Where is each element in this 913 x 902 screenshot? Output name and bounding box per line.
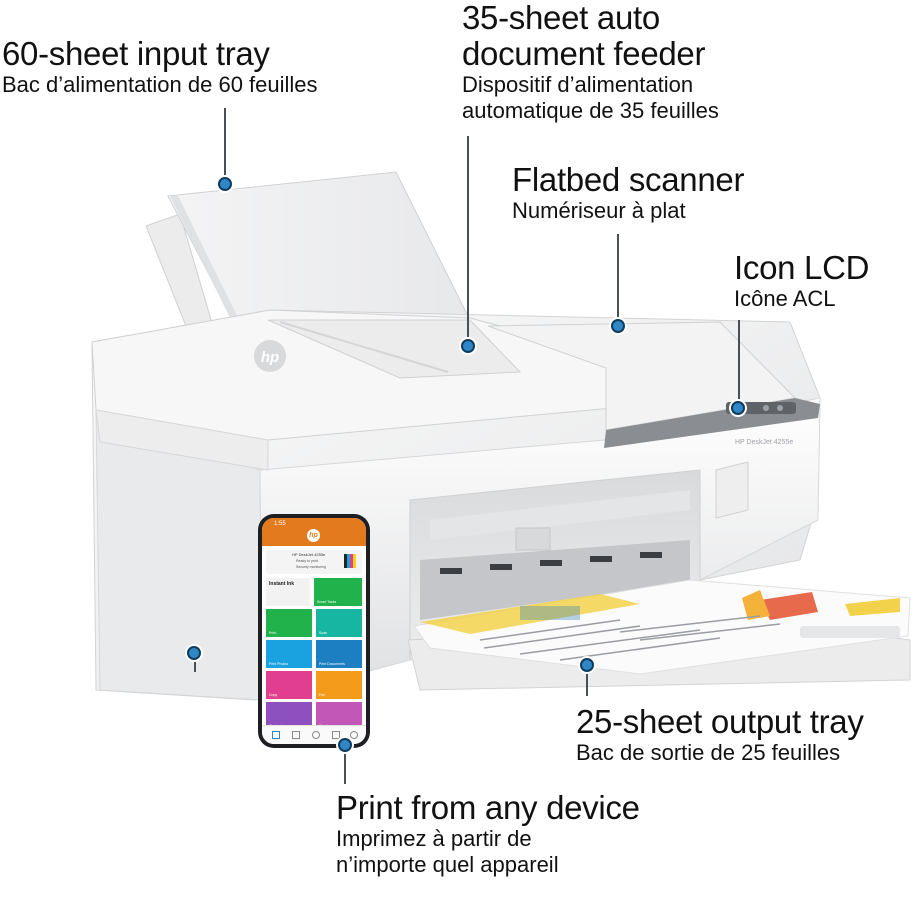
callout-title: Icon LCD	[734, 249, 870, 286]
callout-title: 60-sheet input tray	[2, 35, 270, 72]
callout-scanner: Flatbed scanner Numériseur à plat	[512, 162, 744, 224]
tile-print[interactable]: Print	[266, 609, 312, 637]
account-icon[interactable]	[350, 731, 358, 739]
home-icon[interactable]	[272, 731, 280, 739]
printer-status-card[interactable]: HP DeskJet 4255e Ready to print Security…	[266, 550, 362, 574]
leader-line-adf	[467, 136, 469, 340]
callout-subtitle: Bac de sortie de 25 feuilles	[576, 740, 841, 765]
callout-title: 25-sheet output tray	[576, 703, 864, 740]
tile-label: Scan	[319, 631, 327, 635]
tile-label: Copy	[269, 693, 278, 697]
status-ready: Ready to print	[296, 559, 318, 563]
ink-icon[interactable]	[312, 731, 320, 739]
callout-title-line1: 35-sheet auto	[462, 0, 660, 36]
callout-subtitle: Icône ACL	[734, 286, 836, 311]
ink-levels-icon	[344, 554, 356, 568]
callout-subtitle: Numériseur à plat	[512, 198, 686, 223]
dot-lcd	[731, 401, 745, 415]
phone-screen[interactable]: 1:55 hp HP DeskJet 4255e Ready to print …	[262, 518, 366, 744]
callout-subtitle-line2: automatique de 35 feuilles	[462, 98, 719, 123]
dot-body	[187, 646, 201, 660]
hp-logo: hp	[261, 349, 279, 366]
leader-line-scanner	[617, 234, 619, 320]
tile-label: Print Documents	[319, 662, 345, 666]
smartphone: 1:55 hp HP DeskJet 4255e Ready to print …	[258, 514, 370, 748]
leader-line-print-device	[344, 750, 346, 784]
callout-adf: 35-sheet auto document feeder Dispositif…	[462, 0, 719, 124]
tile-label: Print	[269, 631, 277, 635]
files-icon[interactable]	[292, 731, 300, 739]
callout-subtitle-line1: Imprimez à partir de	[336, 826, 532, 851]
tile-label: Print Photos	[269, 662, 289, 666]
callout-subtitle-line2: n’importe quel appareil	[336, 852, 559, 877]
leader-line-lcd	[738, 320, 740, 402]
callout-output-tray: 25-sheet output tray Bac de sortie de 25…	[576, 704, 864, 766]
callout-title: Print from any device	[336, 789, 640, 826]
callout-title-line2: document feeder	[462, 35, 706, 72]
tile-smart-tasks[interactable]: Smart Tasks	[314, 578, 362, 606]
model-name-label: HP DeskJet 4255e	[735, 439, 793, 446]
callout-title: Flatbed scanner	[512, 161, 745, 198]
instant-ink-card[interactable]: Instant Ink	[266, 578, 310, 606]
dot-scanner	[611, 319, 625, 333]
callout-subtitle-line1: Dispositif d’alimentation	[462, 72, 694, 97]
phone-time: 1:55	[274, 521, 286, 527]
callout-subtitle: Bac d’alimentation de 60 feuilles	[2, 72, 318, 97]
input-tray	[145, 171, 471, 337]
dot-input-tray	[218, 177, 232, 191]
dot-print-device	[338, 738, 352, 752]
support-icon[interactable]	[332, 731, 340, 739]
tile-copy[interactable]: Copy	[266, 671, 312, 699]
phone-header: 1:55 hp	[262, 518, 366, 546]
callout-print-device: Print from any device Imprimez à partir …	[336, 790, 640, 878]
app-logo-icon: hp	[307, 529, 320, 542]
callout-input-tray: 60-sheet input tray Bac d’alimentation d…	[2, 36, 318, 98]
callout-lcd: Icon LCD Icône ACL	[734, 250, 869, 312]
leader-line-input-tray	[224, 108, 226, 182]
instant-ink-label: Instant Ink	[269, 581, 295, 587]
status-security: Security monitoring	[296, 565, 326, 569]
tile-print-photos[interactable]: Print Photos	[266, 640, 312, 668]
tile-label: Smart Tasks	[317, 600, 337, 604]
tile-scan[interactable]: Scan	[316, 609, 362, 637]
dot-adf	[461, 339, 475, 353]
printer-name: HP DeskJet 4255e	[292, 552, 326, 557]
output-tray	[407, 579, 911, 691]
leader-line-body	[194, 658, 196, 672]
tile-fax[interactable]: Fax	[316, 671, 362, 699]
tile-print-documents[interactable]: Print Documents	[316, 640, 362, 668]
leader-line-output-tray	[586, 670, 588, 696]
tile-label: Fax	[319, 693, 325, 697]
dot-output-tray	[580, 658, 594, 672]
